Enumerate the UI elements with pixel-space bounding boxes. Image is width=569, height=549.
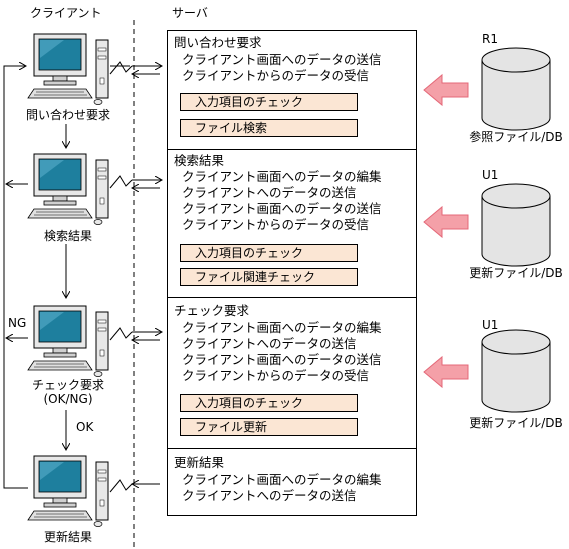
box-title: チェック要求	[174, 303, 250, 318]
client-label-3: チェック要求	[31, 378, 104, 392]
comm-link-3	[109, 327, 162, 340]
box-title: 問い合わせ要求	[174, 35, 262, 50]
client-computer-4	[27, 455, 109, 527]
client-label-2: 検索結果	[43, 229, 92, 243]
box-line: クライアントへのデータの送信	[182, 336, 357, 351]
database-id-1: R1	[482, 32, 498, 46]
db-access-arrow-3	[423, 356, 469, 388]
process-tag: ファイル検索	[180, 119, 358, 137]
ng-label: NG	[8, 316, 27, 330]
box-line: クライアント画面へのデータの編集	[182, 472, 382, 487]
process-tag: ファイル関連チェック	[180, 268, 358, 286]
server-box-inquiry: 問い合わせ要求 クライアント画面へのデータの送信 クライアントからのデータの受信…	[167, 30, 417, 150]
box-line: クライアント画面へのデータの送信	[182, 52, 382, 67]
process-tag: 入力項目のチェック	[180, 244, 358, 262]
client-sublabel-3: (OK/NG)	[43, 392, 93, 406]
comm-link-1	[109, 61, 162, 74]
box-title: 更新結果	[174, 455, 225, 470]
process-tag: 入力項目のチェック	[180, 394, 358, 412]
client-column-header: クライアント	[30, 6, 102, 20]
database-id-3: U1	[482, 318, 499, 332]
database-label-3: 更新ファイル/DB	[469, 416, 563, 430]
server-column-header: サーバ	[172, 6, 208, 20]
server-box-update-result: 更新結果 クライアント画面へのデータの編集 クライアントへのデータの送信	[167, 448, 417, 516]
client-label-1: 問い合わせ要求	[25, 108, 110, 122]
client-label-4: 更新結果	[43, 530, 92, 544]
ok-label: OK	[76, 420, 94, 434]
client-computer-2	[27, 153, 109, 225]
box-line: クライアントからのデータの受信	[182, 68, 370, 83]
box-line: クライアント画面へのデータの送信	[182, 201, 382, 216]
box-line: クライアント画面へのデータの編集	[182, 169, 382, 184]
box-line: クライアントへのデータの送信	[182, 488, 357, 503]
loop-arrow	[3, 66, 28, 489]
database-id-2: U1	[482, 168, 499, 182]
comm-link-2	[109, 175, 162, 188]
box-line: クライアントからのデータの受信	[182, 368, 370, 383]
box-line: クライアント画面へのデータの送信	[182, 352, 382, 367]
database-label-2: 更新ファイル/DB	[469, 266, 563, 280]
process-tag: ファイル更新	[180, 418, 358, 436]
client-computer-3	[27, 305, 109, 377]
database-cylinder-1	[481, 47, 551, 131]
database-label-1: 参照ファイル/DB	[469, 130, 563, 144]
db-access-arrow-1	[423, 74, 469, 106]
box-line: クライアントへのデータの送信	[182, 185, 357, 200]
db-access-arrow-2	[423, 206, 469, 238]
box-line: クライアント画面へのデータの編集	[182, 320, 382, 335]
database-cylinder-2	[481, 183, 551, 267]
database-cylinder-3	[481, 329, 551, 413]
box-line: クライアントからのデータの受信	[182, 217, 370, 232]
box-title: 検索結果	[174, 153, 225, 168]
server-box-check-request: チェック要求 クライアント画面へのデータの編集 クライアントへのデータの送信 ク…	[167, 297, 417, 449]
client-computer-1	[27, 33, 109, 105]
server-box-search-result: 検索結果 クライアント画面へのデータの編集 クライアントへのデータの送信 クライ…	[167, 149, 417, 298]
comm-link-4	[109, 479, 160, 493]
process-tag: 入力項目のチェック	[180, 93, 358, 111]
